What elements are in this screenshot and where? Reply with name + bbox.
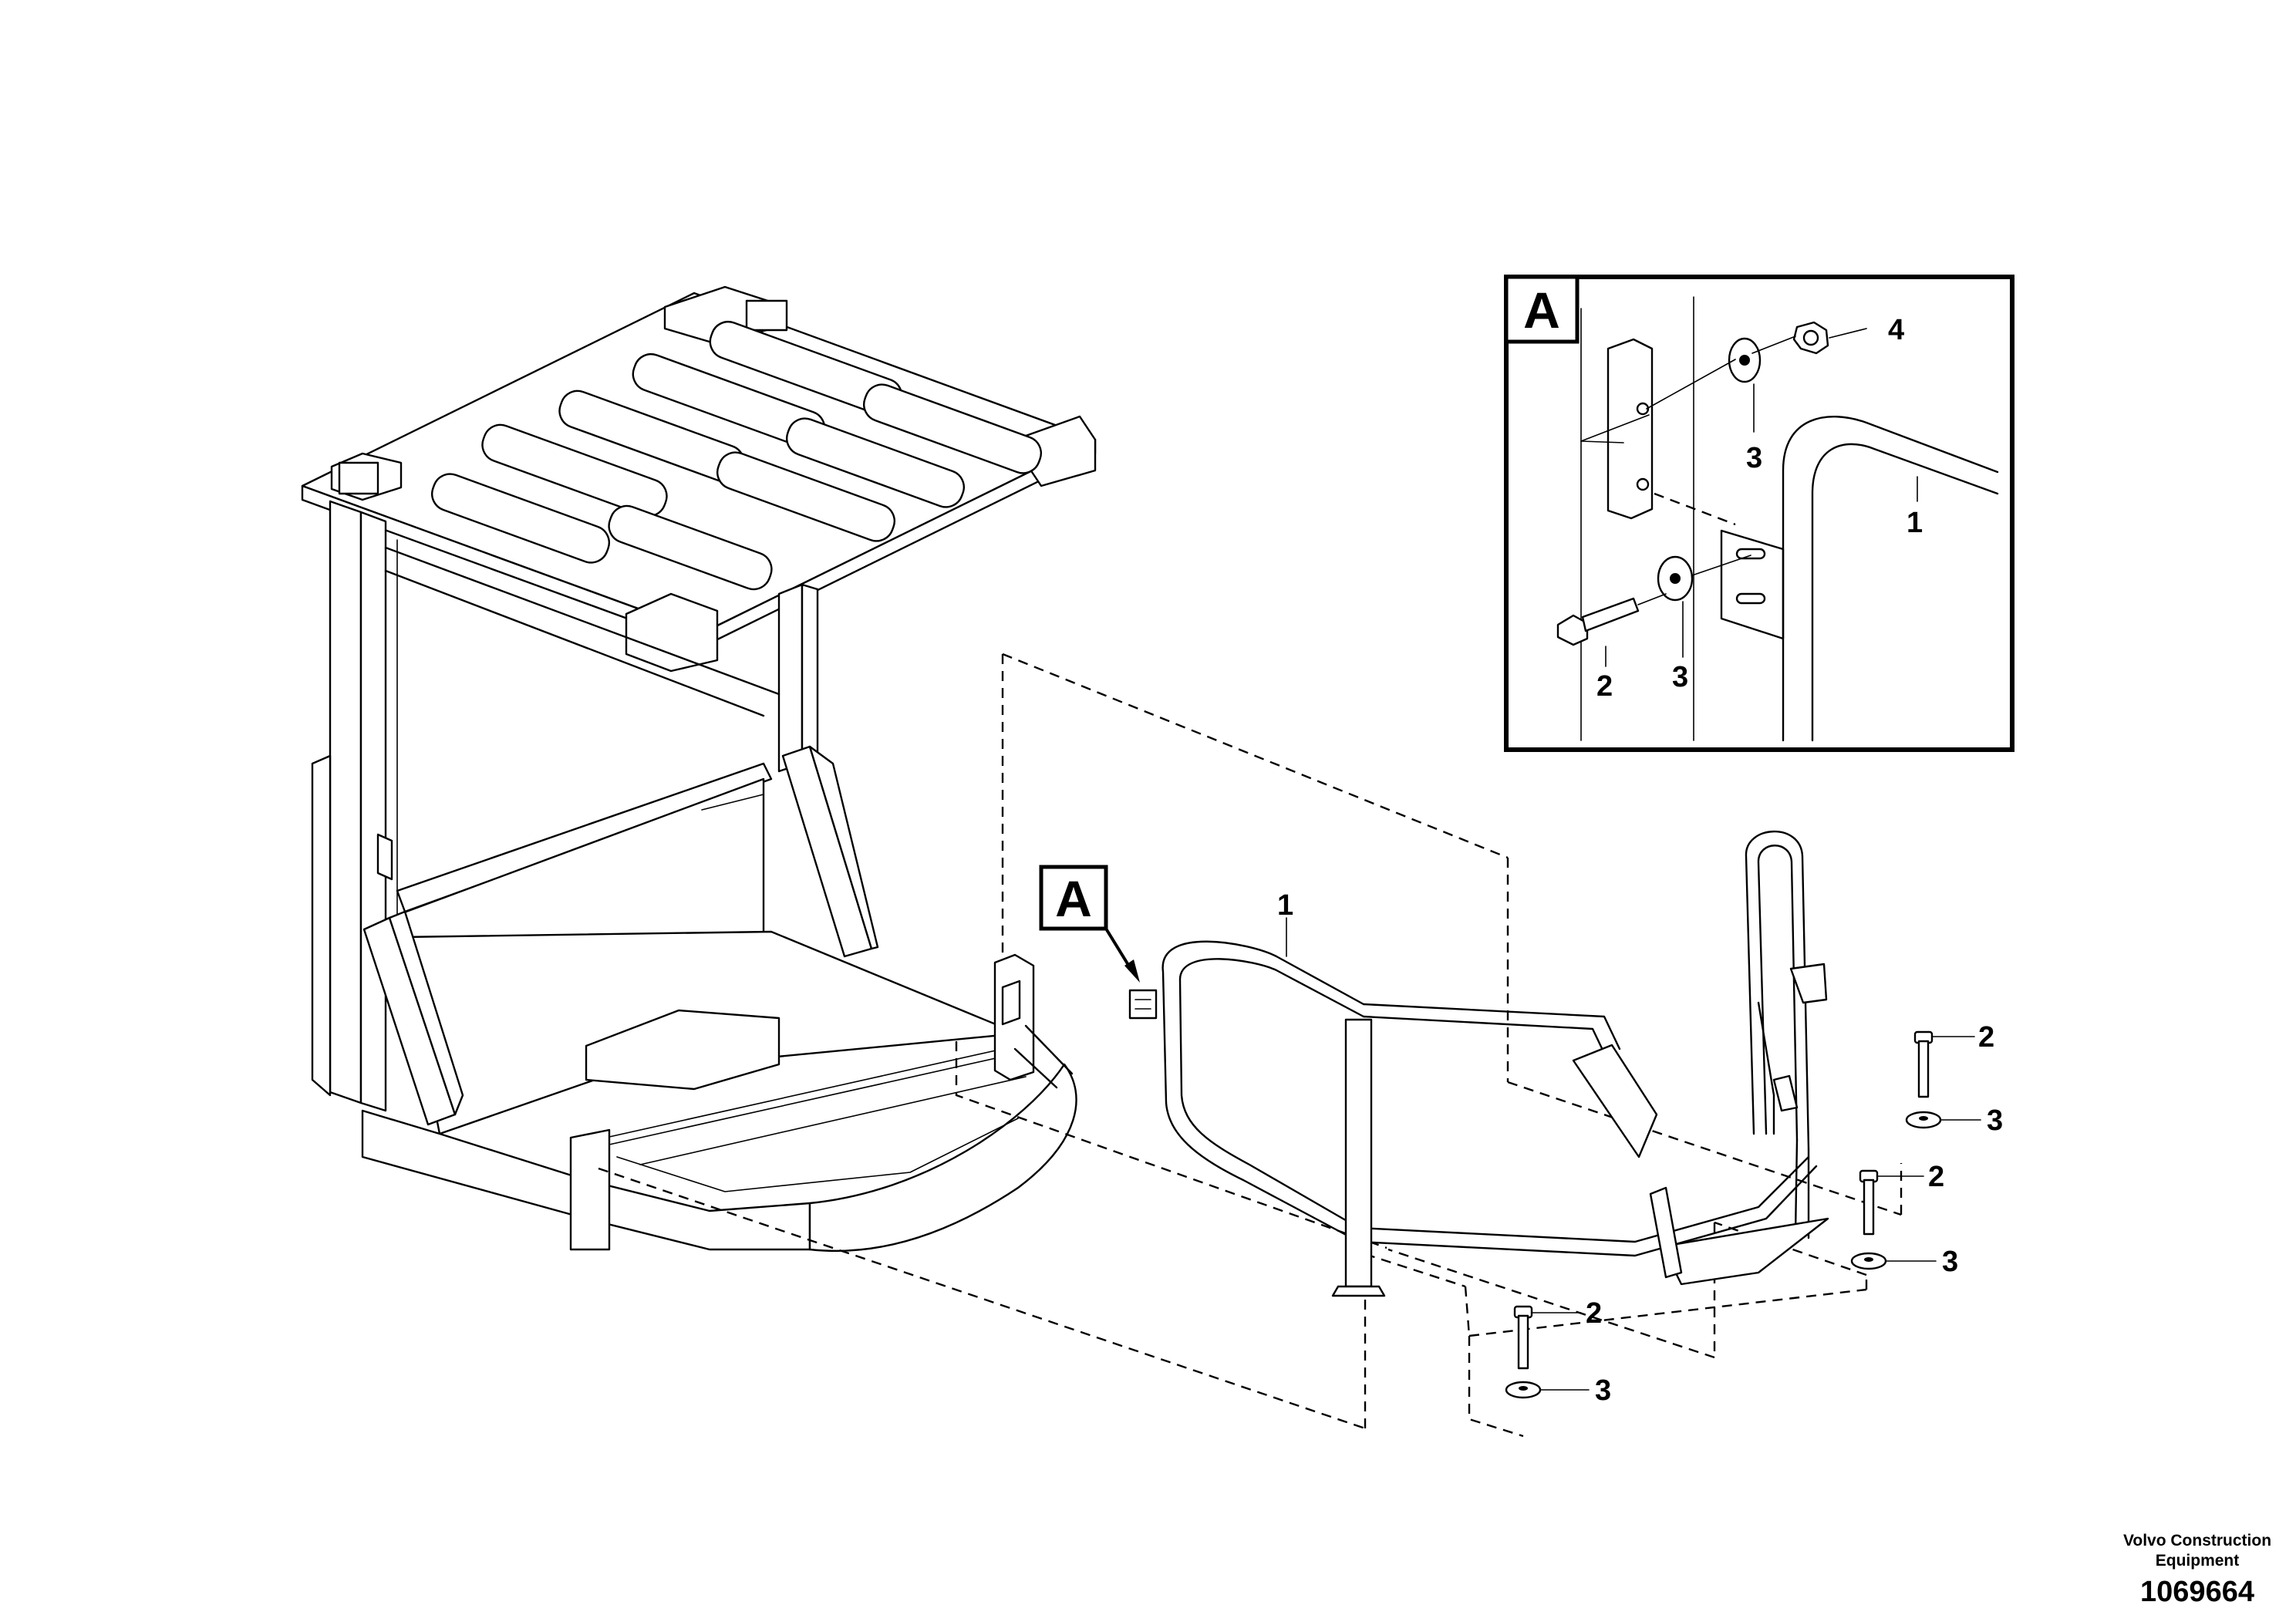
label-bottom-2: 2 [1586, 1297, 1602, 1330]
detail-letter: A [1523, 282, 1560, 339]
label-right-upper-3: 3 [1987, 1104, 2003, 1137]
detail-callout-marker: A [1039, 865, 1140, 983]
cab-frame-drawing [301, 285, 1097, 1253]
handrail-part-1 [1128, 830, 1829, 1297]
label-detail-3-upper: 3 [1746, 442, 1762, 474]
fastener-group-bottom [1505, 1305, 1590, 1399]
fastener-group-upper-right [1905, 1030, 1981, 1129]
label-detail-1: 1 [1907, 507, 1923, 539]
label-bottom-3: 3 [1595, 1374, 1611, 1407]
part-number-labels: 4 3 1 2 3 1 2 3 2 3 2 3 [1277, 314, 2003, 1407]
fastener-group-middle-right [1850, 1169, 1937, 1270]
brand-name-line-2: Equipment [2155, 1552, 2240, 1570]
callout-letter: A [1055, 870, 1092, 927]
label-detail-2: 2 [1596, 670, 1613, 703]
brand-name-line-1: Volvo Construction [2122, 1532, 2272, 1549]
drawing-number: 1069664 [2140, 1576, 2254, 1608]
label-detail-4: 4 [1888, 314, 1904, 346]
detail-view-a: A [1504, 275, 2014, 752]
label-main-1: 1 [1277, 889, 1293, 922]
label-right-upper-2: 2 [1978, 1021, 1994, 1054]
label-right-middle-3: 3 [1942, 1246, 1958, 1278]
label-detail-3-lower: 3 [1672, 661, 1688, 693]
label-right-middle-2: 2 [1928, 1161, 1944, 1193]
